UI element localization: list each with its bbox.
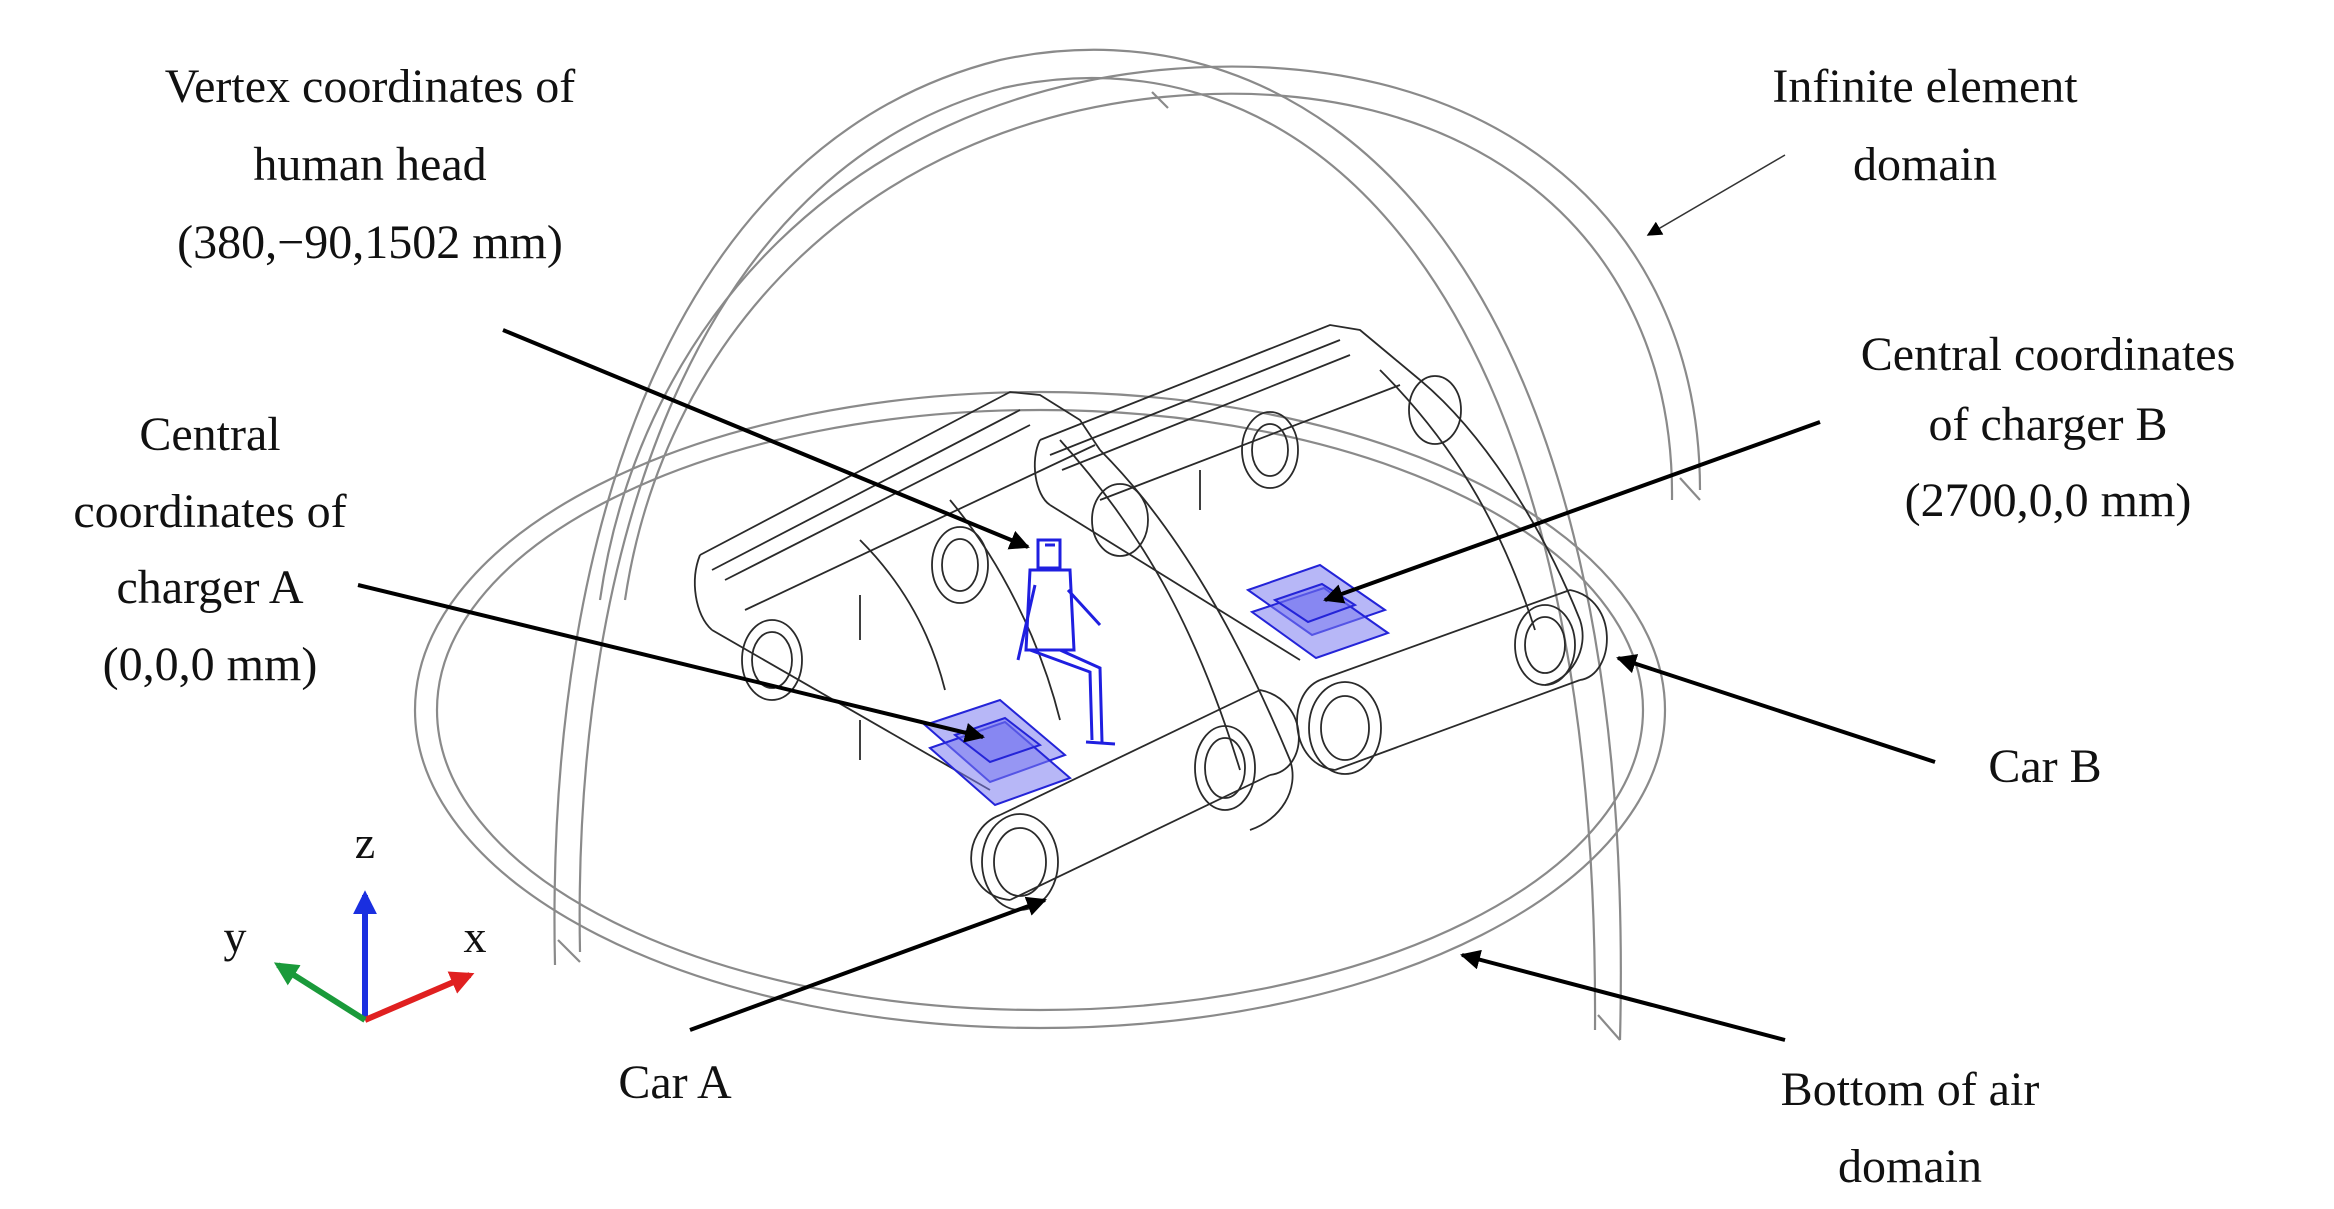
human-model — [1016, 538, 1116, 746]
arrow-air-bottom — [1460, 949, 1786, 1042]
label-charger-b-line-2: of charger B — [1928, 398, 2167, 451]
seam-front — [1597, 1014, 1621, 1041]
z-axis-label: z — [355, 817, 375, 868]
arrow-infinite-domain — [1646, 154, 1786, 236]
label-air-bottom-line-1: Bottom of air — [1781, 1063, 2040, 1116]
arrow-car-b — [1616, 654, 1936, 764]
domain-arch-2-outer — [598, 65, 1702, 601]
car-a-body — [694, 391, 1300, 911]
label-charger-a-line-3: charger A — [116, 561, 303, 614]
label-human-head-line-1: Vertex coordinates of — [165, 60, 576, 113]
label-charger-a-line-2: coordinates of — [73, 485, 346, 538]
charger-b — [1245, 563, 1391, 660]
label-car-a: Car A — [618, 1056, 732, 1109]
seam-left — [557, 939, 581, 963]
domain-arch-1-outer — [553, 48, 1622, 1041]
arrow-charger-a — [357, 583, 985, 743]
x-axis-arrow — [363, 971, 475, 1023]
arrow-car-a — [689, 896, 1047, 1032]
label-human-head: Vertex coordinates of human head (380,−9… — [165, 60, 576, 269]
label-charger-a: Central coordinates of charger A (0,0,0 … — [73, 408, 346, 691]
car-b-body — [1033, 324, 1608, 775]
label-air-bottom-line-2: domain — [1838, 1140, 1982, 1193]
y-axis-label: y — [224, 911, 247, 962]
domain-arch-1-inner — [578, 76, 1597, 1031]
leaders — [357, 154, 1936, 1042]
label-charger-b-line-3: (2700,0,0 mm) — [1905, 474, 2192, 527]
label-infinite-domain: Infinite element domain — [1772, 60, 2078, 191]
arrow-human-head — [502, 328, 1030, 550]
label-infinite-domain-line-1: Infinite element — [1772, 60, 2078, 113]
label-charger-b: Central coordinates of charger B (2700,0… — [1861, 328, 2236, 527]
seam-right — [1679, 477, 1701, 501]
label-charger-b-line-1: Central coordinates — [1861, 328, 2236, 381]
label-human-head-line-2: human head — [253, 138, 486, 191]
domain-base-inner — [435, 408, 1645, 1012]
label-charger-a-line-4: (0,0,0 mm) — [103, 638, 318, 691]
air-domain — [413, 48, 1702, 1041]
arrow-charger-b — [1323, 420, 1821, 604]
label-human-head-line-3: (380,−90,1502 mm) — [177, 216, 563, 269]
label-air-bottom: Bottom of air domain — [1781, 1063, 2040, 1193]
label-car-b: Car B — [1988, 740, 2101, 793]
label-charger-a-line-1: Central — [139, 408, 280, 461]
y-axis-arrow — [273, 962, 367, 1023]
x-axis-label: x — [464, 911, 487, 962]
domain-base-outer — [413, 390, 1667, 1030]
charger-a — [923, 698, 1072, 807]
domain-arch-2-inner — [623, 92, 1674, 601]
label-infinite-domain-line-2: domain — [1853, 138, 1997, 191]
axis-triad: z x y — [224, 817, 487, 1023]
seam-top — [1151, 91, 1169, 109]
